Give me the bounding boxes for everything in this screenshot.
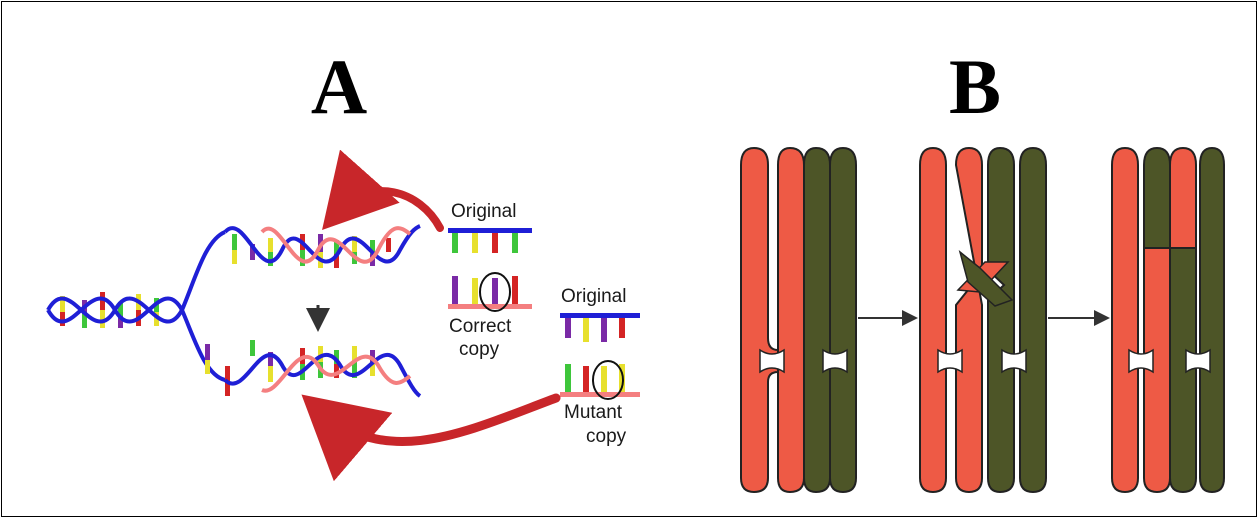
chromosome-pair-stage-1	[740, 146, 857, 494]
fork-arm-lower	[180, 309, 226, 382]
bottom-original-label: Original	[561, 286, 626, 307]
correct-copy-label-line-2: copy	[459, 339, 500, 360]
lower-daughter-helix	[205, 340, 422, 398]
mutant-base-circle	[592, 360, 624, 400]
correct-copy-inset: Original Correct copy	[448, 201, 532, 360]
upper-parent-strand	[223, 224, 421, 264]
panel-b-label: B	[948, 43, 1002, 130]
panel-a-label: A	[310, 43, 368, 130]
mutant-copy-label-line-2: copy	[586, 426, 627, 447]
upper-new-strand	[260, 226, 412, 264]
correct-copy-label-line-1: Correct	[449, 316, 512, 337]
panel-a-diagram: Original Correct copy Original	[46, 149, 640, 482]
chromosome-pair-stage-3	[1111, 146, 1225, 494]
top-original-label: Original	[451, 201, 516, 222]
lower-red-arrow	[301, 393, 561, 482]
chromosome-pair-stage-2	[919, 146, 1047, 494]
parental-helix	[46, 292, 184, 328]
lower-new-strand	[261, 354, 412, 393]
fork-arm-upper	[180, 230, 226, 311]
parental-base-pairs	[60, 292, 159, 328]
upper-daughter-helix	[223, 224, 421, 268]
correct-base-circle	[479, 272, 511, 312]
panel-b-diagram	[740, 146, 1225, 494]
mutant-copy-label-line-1: Mutant	[564, 402, 623, 423]
lower-parent-strand	[223, 352, 422, 398]
upper-red-arrow	[322, 149, 444, 232]
parental-strand-2	[46, 296, 184, 324]
mutant-copy-inset: Original Mutant copy	[560, 286, 640, 447]
